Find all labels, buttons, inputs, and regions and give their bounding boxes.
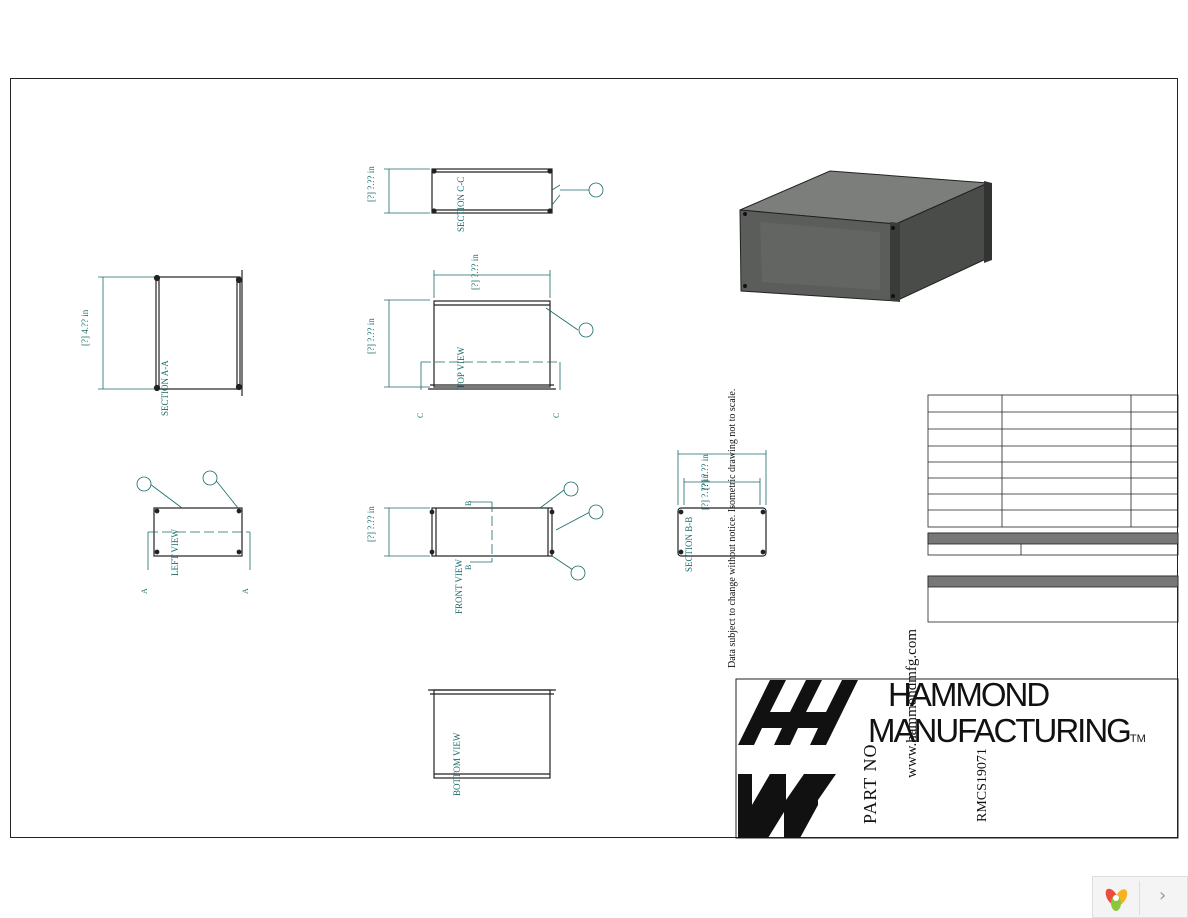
- hammond-logo: [735, 678, 1179, 839]
- section-cc-outline: [431, 168, 553, 214]
- bottom-view-outline: [428, 689, 556, 779]
- trademark-symbol: TM: [1129, 733, 1146, 745]
- front-view-label: FRONT VIEW: [454, 559, 464, 614]
- top-view-label: TOP VIEW: [456, 346, 466, 389]
- section-letter-a-right: A: [241, 588, 250, 594]
- top-view-outline: [428, 300, 556, 390]
- section-letter-b-bottom: B: [464, 564, 473, 570]
- drawing-border: [10, 78, 1178, 838]
- section-aa-outline: [153, 270, 243, 396]
- section-cc-label: SECTION C-C: [456, 176, 466, 232]
- brand-name-line2-text: MANUFACTURING: [868, 712, 1132, 749]
- dim-bb-inner: [?] ?.?? in: [700, 474, 710, 510]
- isometric-enclosure: [739, 170, 992, 302]
- disclaimer-note: Data subject to change without notice. I…: [727, 388, 738, 668]
- brand-name-line1: HAMMOND: [888, 676, 1050, 713]
- part-number-value: RMCS19071: [975, 748, 990, 822]
- section-aa-label: SECTION A-A: [160, 360, 170, 416]
- dim-top-depth: [?] ?.?? in: [366, 318, 376, 354]
- brand-name-line2: MANUFACTURINGTM: [868, 712, 1146, 750]
- widget-divider: [1139, 881, 1140, 915]
- dim-cc-height: [?] ?.?? in: [366, 166, 376, 202]
- dim-aa-height: [?] 4.?? in: [80, 309, 90, 346]
- section-letter-a-left: A: [140, 588, 149, 594]
- dim-top-width: [?] ?.?? in: [470, 254, 480, 290]
- section-letter-c-right: C: [552, 412, 561, 418]
- dim-front-height: [?] ?.?? in: [366, 506, 376, 542]
- section-bb-outline: [677, 507, 767, 557]
- next-page-chevron-icon[interactable]: ›: [1159, 885, 1167, 906]
- bottom-view-label: BOTTOM VIEW: [452, 732, 462, 796]
- section-bb-label: SECTION B-B: [684, 516, 694, 572]
- viewer-widget: ›: [1092, 876, 1188, 918]
- section-letter-c-left: C: [416, 412, 425, 418]
- left-view-label: LEFT VIEW: [170, 529, 180, 576]
- section-letter-b-top: B: [464, 500, 473, 506]
- part-number-label: PART NO: [860, 743, 880, 824]
- pinwheel-logo-icon: [1105, 888, 1128, 911]
- parts-table: [927, 394, 1179, 623]
